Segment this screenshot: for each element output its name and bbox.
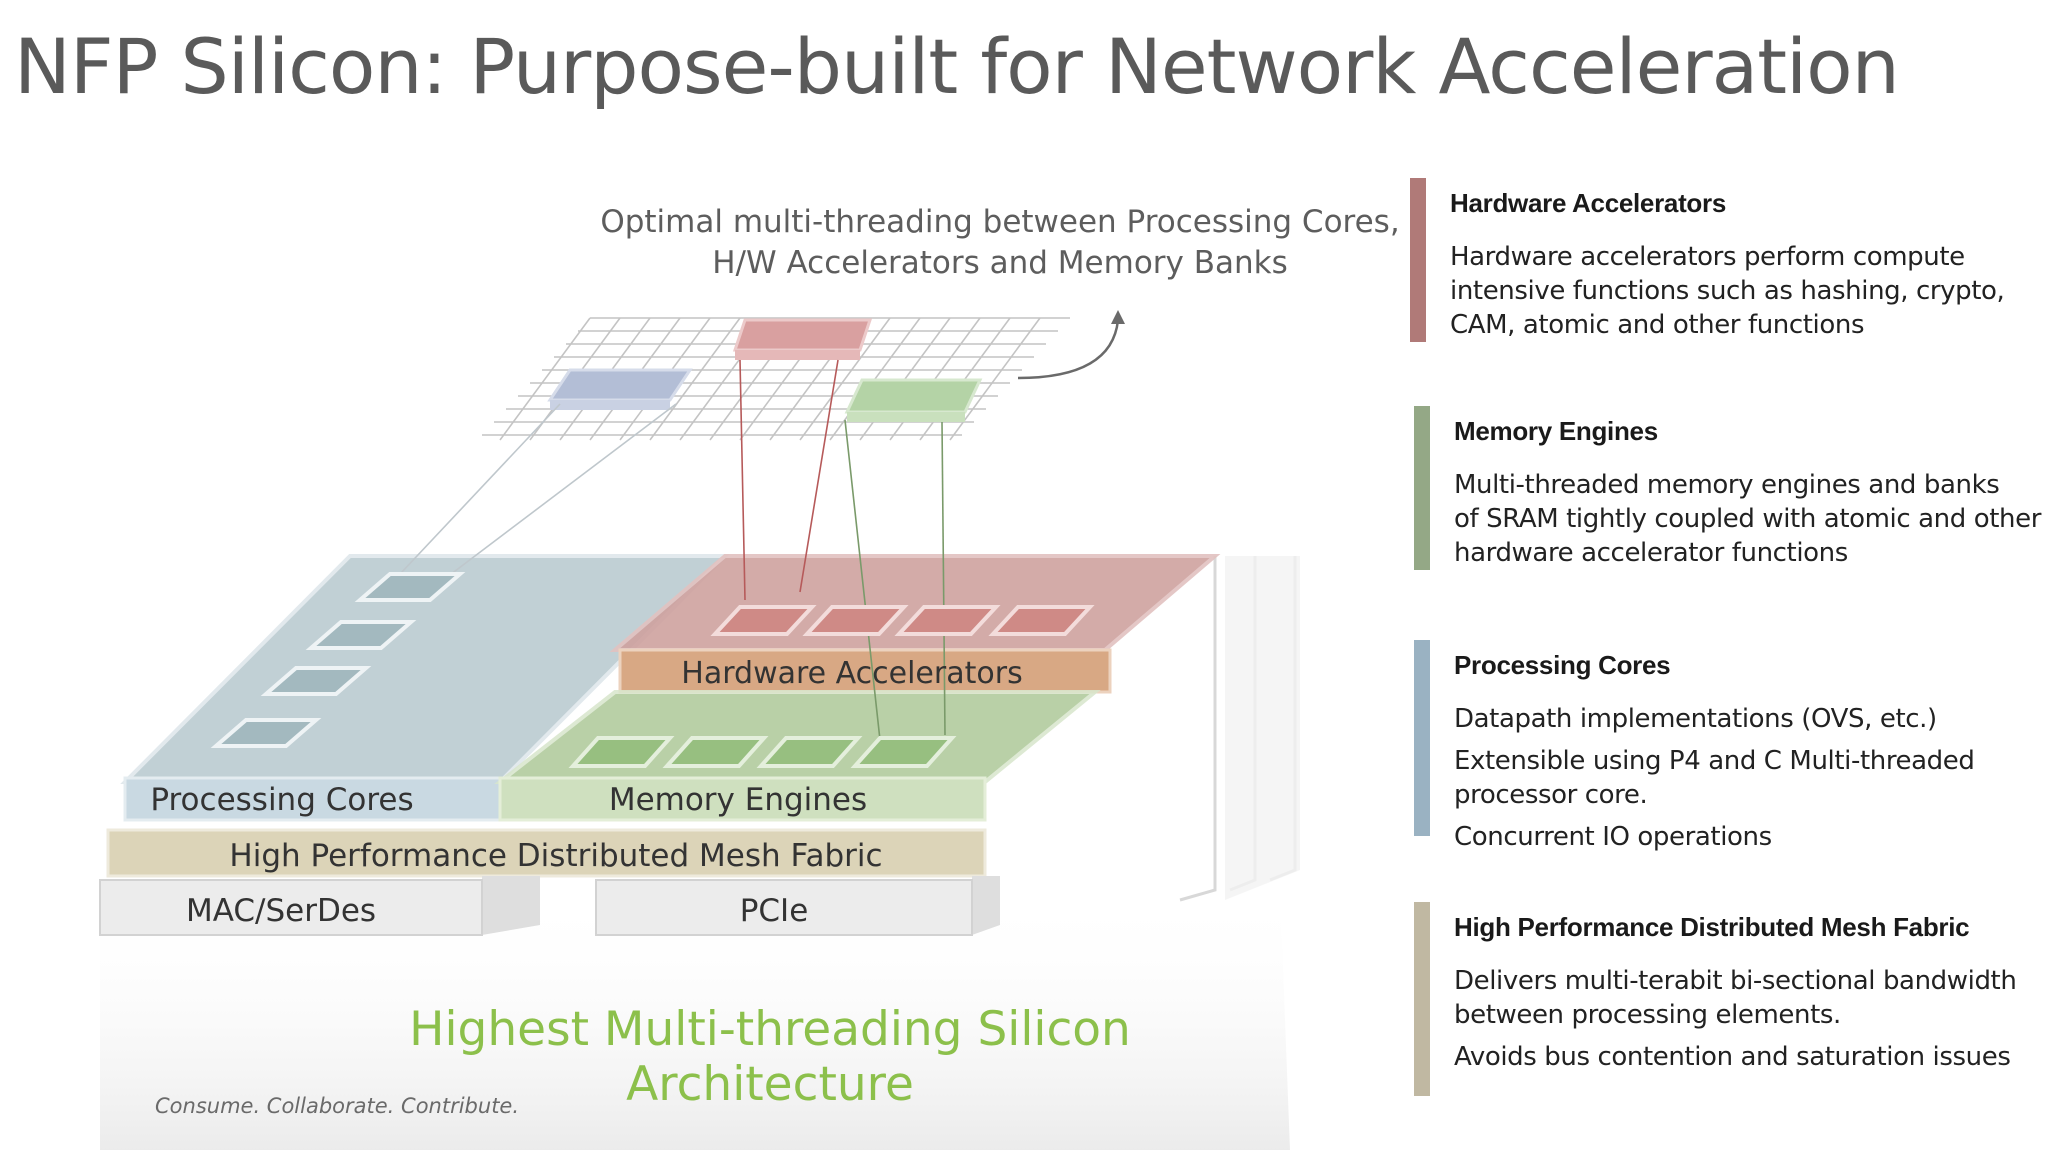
back-layer-right [1225, 556, 1300, 900]
memory-engine-chip [568, 736, 675, 768]
callout-line-2: H/W Accelerators and Memory Banks [712, 245, 1288, 281]
callout-arrow-head [1111, 310, 1125, 324]
hardware-accelerator-chip [710, 605, 817, 636]
feature-line: Hardware accelerators perform compute [1450, 242, 1965, 272]
grid-block-red [732, 318, 873, 352]
memory-engines-label: Memory Engines [609, 782, 867, 818]
processing-core-chips [210, 572, 466, 748]
feature-description: Delivers multi-terabit bi-sectional band… [1454, 964, 2017, 1074]
footer-slogan: Consume. Collaborate. Contribute. [155, 1094, 520, 1118]
grid-block-green-side [847, 412, 965, 422]
feature-line: between processing elements. [1454, 1000, 1841, 1030]
feature-line: CAM, atomic and other functions [1450, 310, 1865, 340]
mesh-fabric-label: High Performance Distributed Mesh Fabric [229, 838, 882, 874]
memory-engine-chips [568, 736, 957, 768]
feature-line: intensive functions such as hashing, cry… [1450, 276, 2005, 306]
feature-processing-cores: Processing Cores Datapath implementation… [1414, 640, 2024, 852]
hardware-accelerator-chips [710, 605, 1095, 636]
feature-description: Datapath implementations (OVS, etc.) Ext… [1454, 702, 2014, 854]
mesh-fabric-band [106, 828, 987, 878]
hardware-accelerators-label: Hardware Accelerators [681, 656, 1022, 691]
processing-core-chip [210, 718, 322, 748]
feature-color-bar [1414, 406, 1430, 570]
feature-line: Concurrent IO operations [1454, 822, 1772, 852]
grid-connectors [384, 359, 946, 741]
processing-core-chip [260, 666, 372, 696]
feature-mesh-fabric: High Performance Distributed Mesh Fabric… [1414, 902, 2024, 1096]
page-title: NFP Silicon: Purpose-built for Network A… [14, 22, 1900, 111]
callout-arrow [1017, 319, 1120, 380]
mac-serdes-label: MAC/SerDes [186, 893, 376, 929]
feature-description: Multi-threaded memory engines and banks … [1454, 468, 2041, 570]
feature-line: Delivers multi-terabit bi-sectional band… [1454, 966, 2017, 996]
hardware-accelerators-band [618, 648, 1112, 694]
processing-core-chip [354, 572, 466, 602]
floor-shadow [100, 890, 1290, 1150]
feature-memory-engines: Memory Engines Multi-threaded memory eng… [1414, 406, 2041, 570]
callout-line-1: Optimal multi-threading between Processi… [600, 204, 1400, 240]
feature-heading: Memory Engines [1454, 416, 1658, 446]
memory-engine-chip [756, 736, 863, 768]
mac-serdes-block [99, 879, 483, 936]
feature-description: Hardware accelerators perform compute in… [1450, 240, 2010, 342]
feature-color-bar [1414, 902, 1430, 1096]
memory-engines-band [498, 776, 987, 822]
hardware-accelerator-chip [894, 605, 1001, 636]
grid-block-red-side [735, 350, 860, 360]
feature-heading: High Performance Distributed Mesh Fabric [1454, 912, 1970, 942]
callout-text: Optimal multi-threading between Processi… [600, 202, 1400, 284]
feature-line: hardware accelerator functions [1454, 538, 1848, 568]
hardware-accelerator-chip [988, 605, 1095, 636]
memory-engine-chip [662, 736, 769, 768]
feature-line: Extensible using P4 and C Multi-threaded [1454, 746, 1975, 776]
grid-block-green [844, 378, 983, 414]
feature-line: of SRAM tightly coupled with atomic and … [1454, 504, 2041, 534]
hardware-accelerator-chip [802, 605, 909, 636]
grid-block-blue [547, 368, 693, 402]
feature-line: processor core. [1454, 780, 1648, 810]
tagline: Highest Multi-threading Silicon Architec… [409, 1002, 1131, 1112]
pcie-side [972, 876, 1000, 935]
feature-line: Datapath implementations (OVS, etc.) [1454, 704, 1937, 734]
feature-line: Avoids bus contention and saturation iss… [1454, 1042, 2011, 1072]
feature-line: Multi-threaded memory engines and banks [1454, 470, 2000, 500]
feature-color-bar [1410, 178, 1426, 342]
feature-color-bar [1414, 640, 1430, 836]
grid-block-blue-side [550, 400, 670, 410]
feature-heading: Processing Cores [1454, 650, 1671, 680]
pcie-label: PCIe [740, 893, 809, 929]
pcie-block [595, 879, 973, 936]
processing-cores-label: Processing Cores [150, 782, 413, 818]
mac-serdes-side [482, 876, 540, 935]
processing-core-chip [305, 620, 417, 650]
memory-engine-chip [850, 736, 957, 768]
feature-hardware-accelerators: Hardware Accelerators Hardware accelerat… [1410, 178, 2020, 342]
feature-heading: Hardware Accelerators [1450, 188, 1726, 218]
processing-cores-band [123, 776, 502, 822]
